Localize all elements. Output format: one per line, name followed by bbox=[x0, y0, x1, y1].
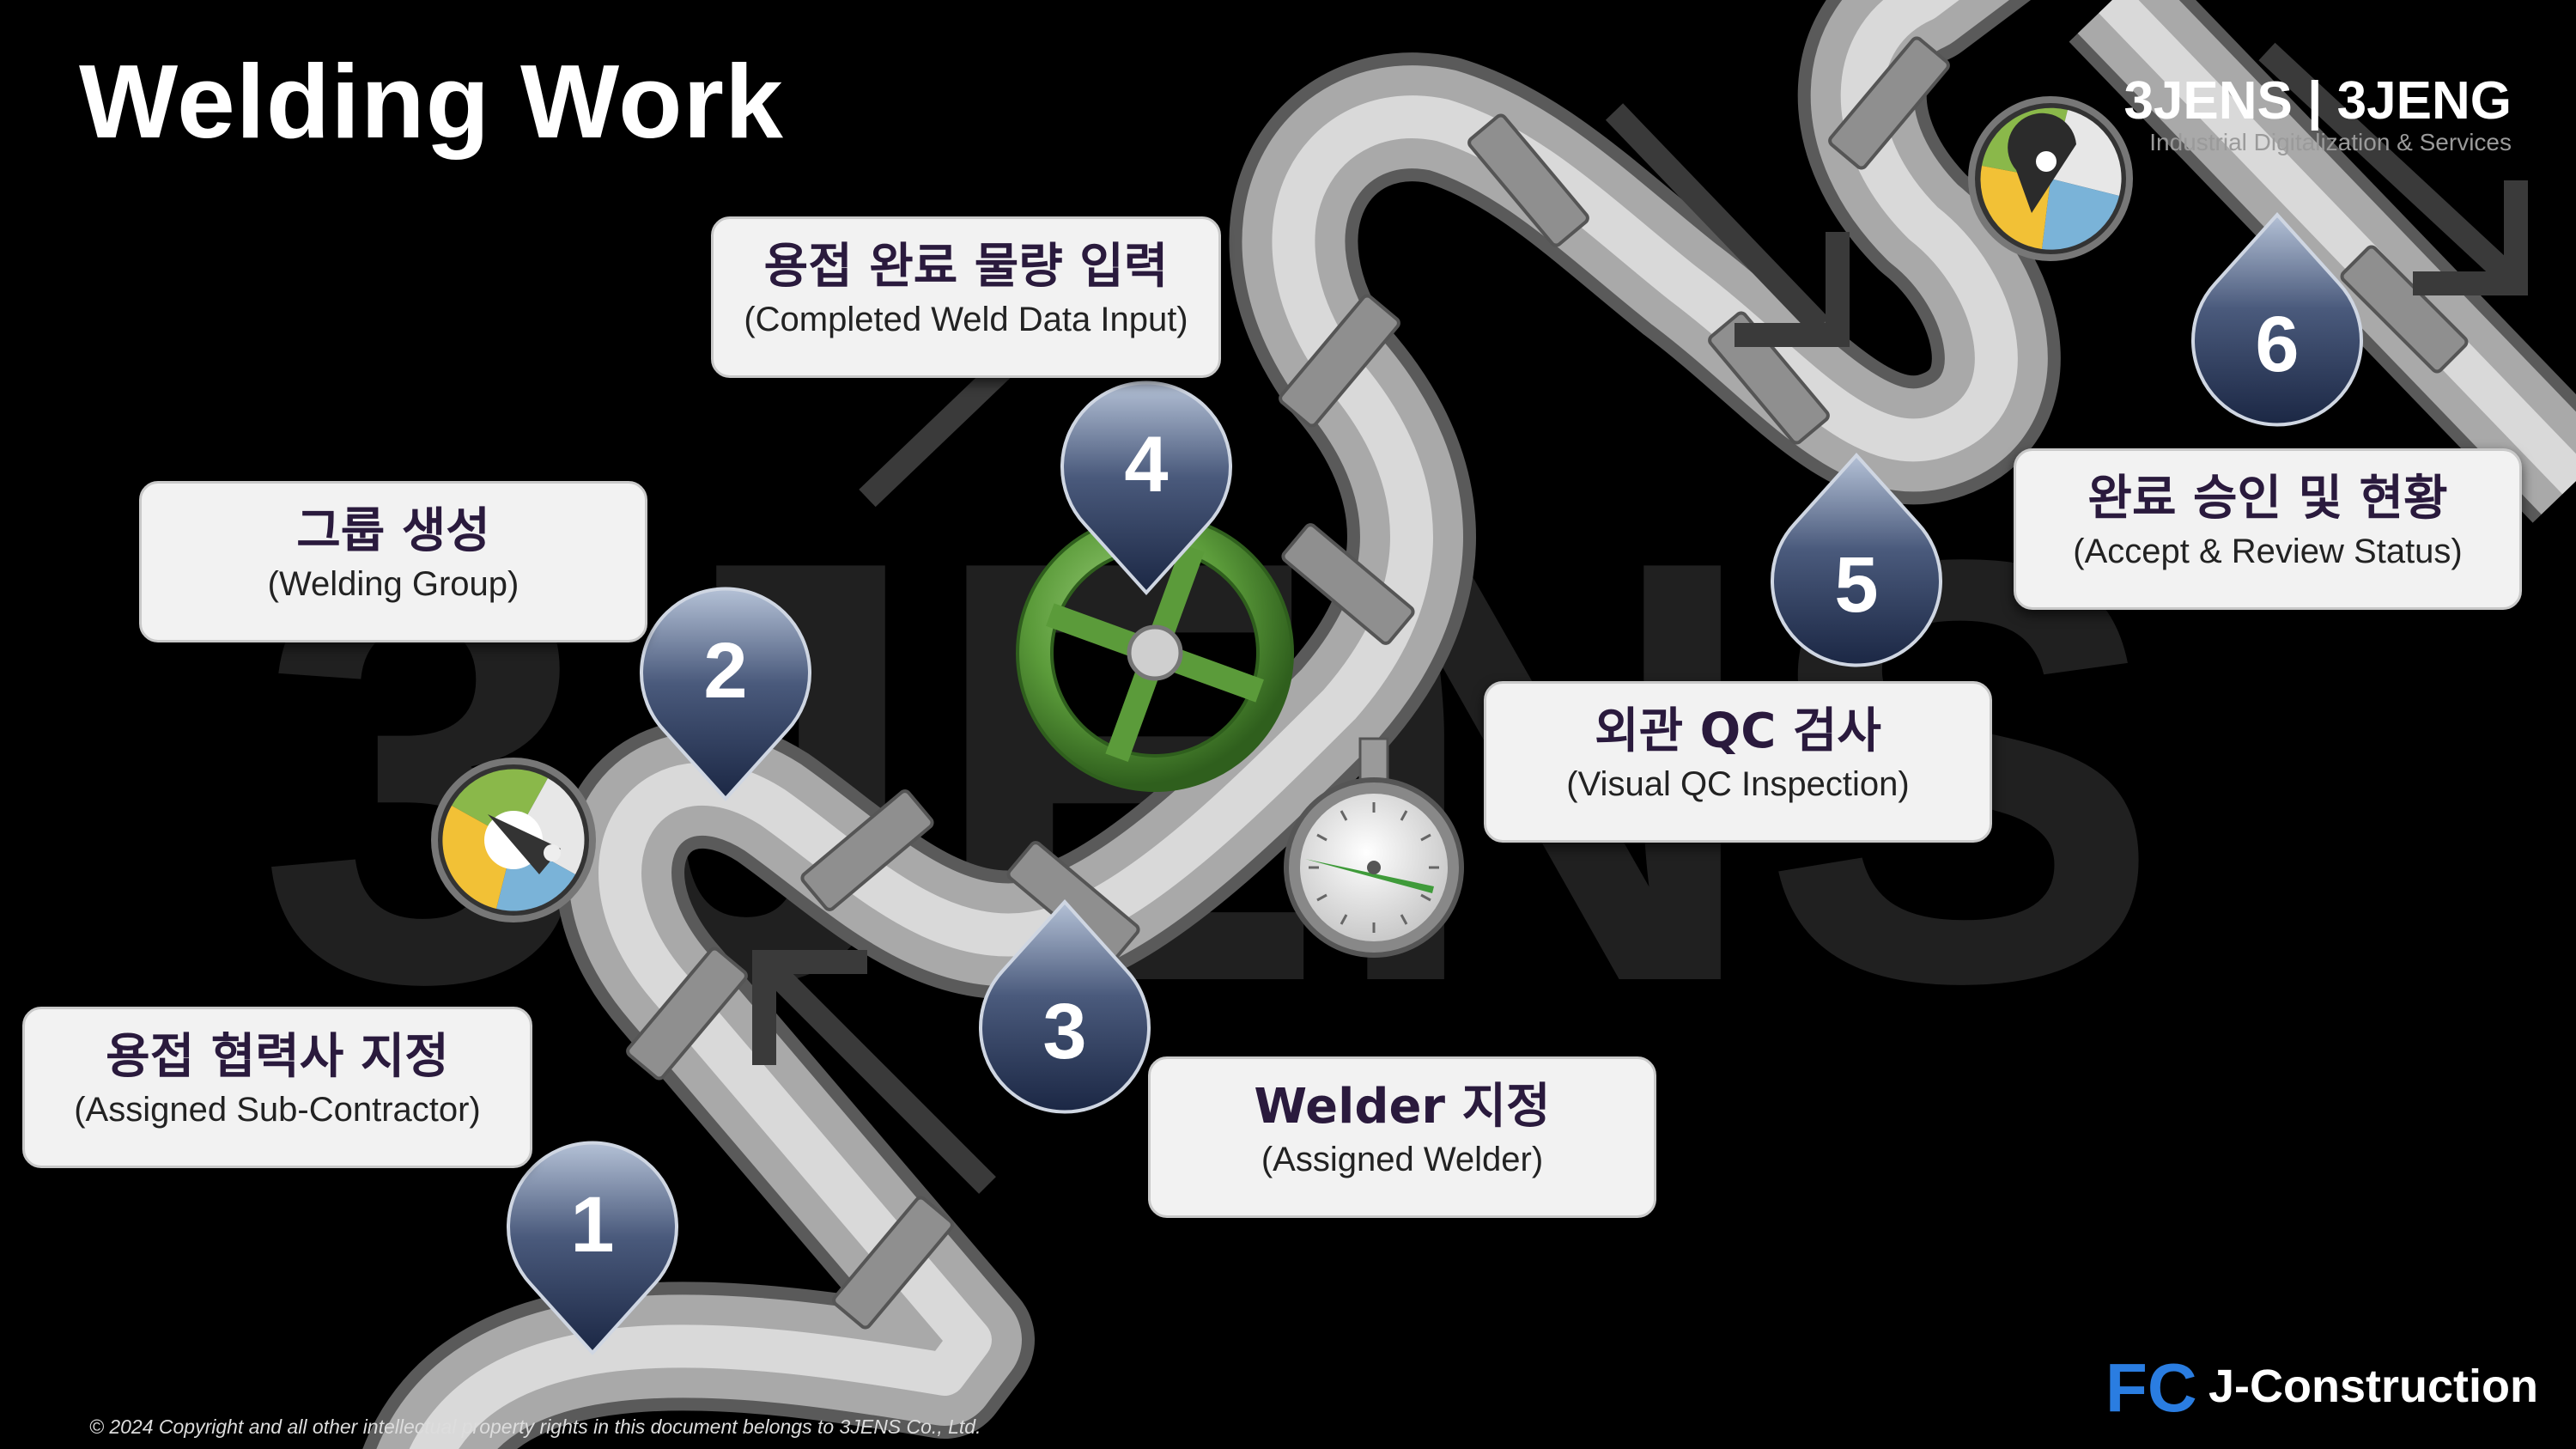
fc-logo-mark: FC bbox=[2105, 1353, 2197, 1422]
step-title-en: (Assigned Sub-Contractor) bbox=[74, 1091, 481, 1129]
pressure-gauge-icon bbox=[431, 758, 596, 922]
step-label-2: 그룹 생성 (Welding Group) bbox=[139, 481, 647, 642]
step-label-1: 용접 협력사 지정 (Assigned Sub-Contractor) bbox=[22, 1007, 532, 1168]
step-title-ko: 완료 승인 및 현황 bbox=[2087, 471, 2448, 527]
brand-logo: 3JENS | 3JENG bbox=[2123, 71, 2512, 131]
location-pin-gauge-icon bbox=[1968, 96, 2133, 261]
step-number: 3 bbox=[1042, 988, 1086, 1075]
step-title-ko: Welder 지정 bbox=[1254, 1079, 1551, 1135]
step-marker-2: 2 bbox=[640, 587, 811, 801]
flow-arrow-down-right-2 bbox=[2258, 42, 2528, 295]
step-number: 4 bbox=[1124, 421, 1168, 508]
step-marker-4: 4 bbox=[1060, 381, 1232, 595]
brand-tagline: Industrial Digitalization & Services bbox=[2149, 129, 2512, 155]
step-label-3: Welder 지정 (Assigned Welder) bbox=[1148, 1056, 1656, 1218]
flow-arrow-up bbox=[752, 950, 996, 1194]
step-number: 1 bbox=[570, 1181, 614, 1269]
page-title: Welding Work bbox=[79, 43, 784, 160]
step-number: 5 bbox=[1834, 541, 1878, 629]
step-label-5: 외관 QC 검사 (Visual QC Inspection) bbox=[1484, 681, 1992, 843]
step-marker-3: 3 bbox=[979, 899, 1151, 1114]
pipe-couplings bbox=[626, 36, 2469, 1330]
step-title-en: (Visual QC Inspection) bbox=[1566, 765, 1910, 804]
footer-brand-name: J-Construction bbox=[2208, 1361, 2538, 1412]
step-marker-6: 6 bbox=[2191, 212, 2363, 427]
step-marker-5: 5 bbox=[1771, 453, 1942, 667]
copyright-footer: © 2024 Copyright and all other intellect… bbox=[89, 1416, 981, 1438]
step-markers: 1 2 3 4 5 6 bbox=[507, 212, 2363, 1355]
step-number: 6 bbox=[2255, 301, 2299, 388]
flow-arrow-down-right bbox=[1605, 103, 1850, 347]
pipe bbox=[362, 0, 2576, 1449]
step-title-ko: 용접 완료 물량 입력 bbox=[763, 239, 1169, 295]
step-label-4: 용접 완료 물량 입력 (Completed Weld Data Input) bbox=[711, 216, 1221, 378]
step-number: 2 bbox=[703, 627, 747, 715]
dial-gauge-icon bbox=[1284, 737, 1464, 958]
step-title-en: (Welding Group) bbox=[267, 565, 519, 604]
step-marker-1: 1 bbox=[507, 1141, 678, 1355]
step-title-ko: 용접 협력사 지정 bbox=[106, 1029, 449, 1085]
step-label-6: 완료 승인 및 현황 (Accept & Review Status) bbox=[2014, 448, 2522, 610]
step-title-en: (Completed Weld Data Input) bbox=[744, 301, 1188, 339]
step-title-en: (Accept & Review Status) bbox=[2073, 533, 2463, 571]
step-title-ko: 그룹 생성 bbox=[296, 503, 490, 559]
fc-logo-icon: FC bbox=[2105, 1353, 2197, 1422]
step-title-en: (Assigned Welder) bbox=[1261, 1141, 1544, 1179]
step-title-ko: 외관 QC 검사 bbox=[1595, 703, 1881, 759]
flow-arrows bbox=[752, 42, 2528, 1194]
